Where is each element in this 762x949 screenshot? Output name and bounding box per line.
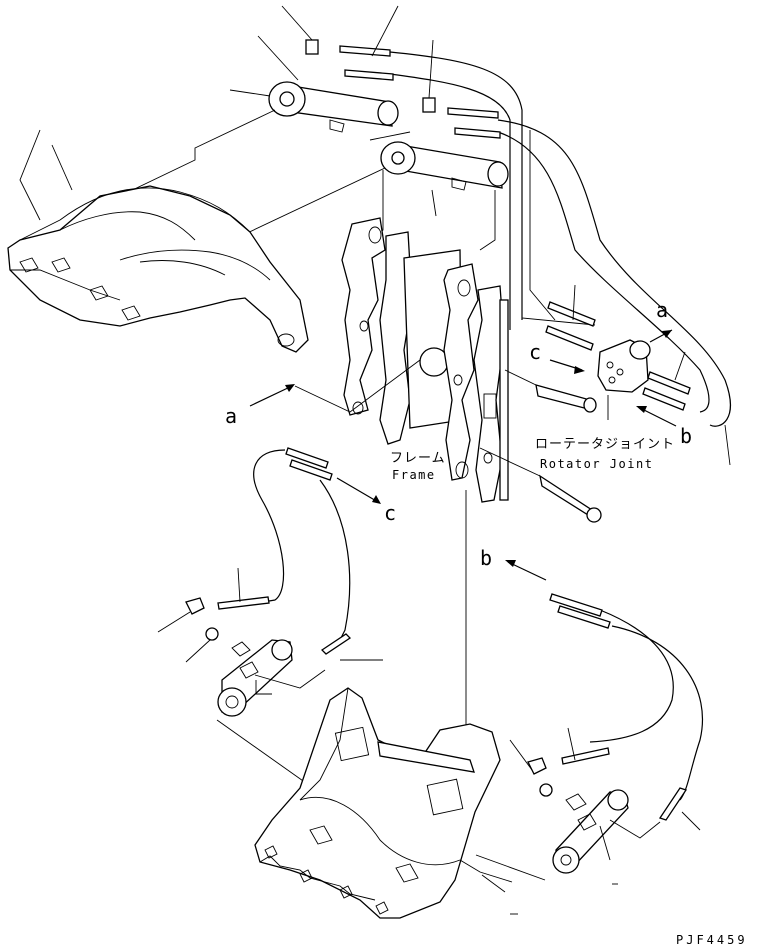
rotator-joint-label-jp: ローテータジョイント: [535, 437, 676, 452]
rotator-bolt-3: [647, 371, 691, 395]
hose-fitting-top-2: [289, 459, 333, 481]
ball-left: [205, 627, 219, 641]
drawing-code: PJF4459: [676, 933, 748, 947]
label-b-right: b: [680, 424, 693, 448]
label-c-mid: c: [384, 501, 397, 525]
cylinder-upper-2: [380, 141, 509, 217]
hose-fitting-top-1: [285, 447, 329, 469]
direction-arrows: [249, 329, 677, 581]
label-a-left: a: [225, 404, 238, 428]
ball-right: [539, 783, 553, 797]
elbow-fitting-left: [185, 597, 205, 615]
hose-bolt-right-2: [658, 787, 688, 821]
label-b-mid: b: [480, 546, 493, 570]
label-c-top: c: [529, 340, 542, 364]
leader-cyl1-guide: [119, 109, 276, 197]
upper-bolt-1: [339, 45, 391, 57]
rotator-bolt-2: [545, 325, 594, 351]
lower-right-bracket: [475, 739, 661, 881]
frame-pins: [479, 369, 602, 523]
hose-fitting-right-1: [549, 593, 603, 617]
elbow-fitting-right: [527, 757, 547, 775]
rotator-joint-label-en: Rotator Joint: [540, 457, 654, 471]
lower-left-bracket: [157, 597, 326, 717]
lower-guide-assembly: [254, 687, 513, 919]
hose-fitting-right-2: [557, 605, 611, 629]
hose-bolt-left: [217, 596, 270, 610]
central-frame: [341, 217, 509, 503]
upper-guide-assembly: [7, 129, 309, 353]
rotator-bolt-4: [642, 387, 686, 411]
upper-fitting-2: [422, 97, 436, 113]
hose-bolt-right: [320, 633, 352, 655]
upper-bolt-3: [447, 107, 499, 119]
frame-label-en: Frame: [392, 468, 436, 482]
rotator-joint: [545, 284, 731, 466]
upper-fittings: [257, 5, 501, 141]
rotator-bolt-1: [547, 301, 596, 327]
label-a-top: a: [656, 298, 669, 322]
upper-bolt-4: [454, 127, 501, 139]
upper-fitting-1: [305, 39, 319, 55]
hose-bolt-right-1: [561, 747, 610, 765]
lower-left-hose: [217, 447, 383, 661]
upper-hoses: [389, 51, 731, 427]
cylinder-upper-1: [229, 81, 399, 133]
lower-right-hose: [549, 593, 704, 831]
upper-bolt-2: [344, 69, 394, 81]
frame-label-jp: フレーム: [390, 451, 446, 466]
